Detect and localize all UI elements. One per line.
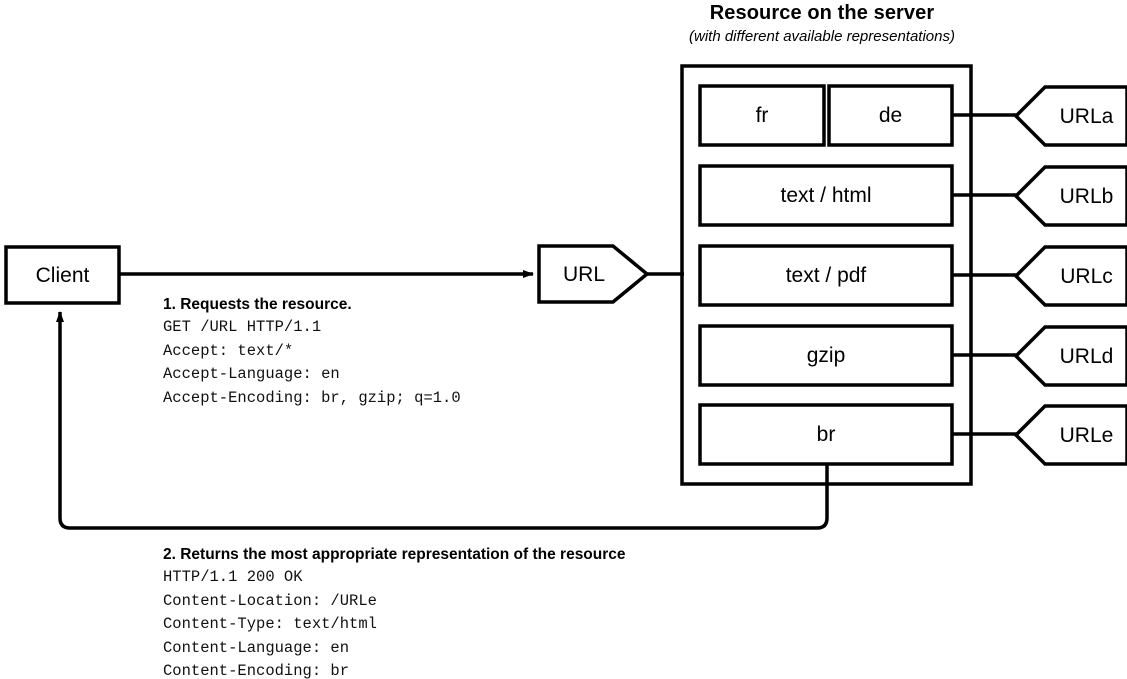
request-note-line-4: Accept-Encoding: br, gzip; q=1.0 — [163, 388, 461, 407]
rep-box-br[interactable] — [698, 403, 954, 466]
rep-box-text-html[interactable] — [698, 164, 954, 227]
response-arrow — [56, 311, 829, 530]
url-label-a: URLa — [1059, 104, 1114, 128]
client-label: Client — [35, 263, 90, 287]
response-note-line-2: Content-Location: /URLe — [163, 591, 377, 610]
url-label-d: URLd — [1059, 344, 1114, 368]
response-note-heading: 2. Returns the most appropriate represen… — [163, 546, 626, 563]
rep-box-gzip[interactable] — [698, 324, 954, 387]
rep-label-br: br — [816, 423, 836, 446]
rep-box-fr[interactable] — [698, 84, 826, 147]
url-request-label: URL — [562, 262, 605, 286]
request-note-line-2: Accept: text/* — [163, 341, 294, 360]
rep-label-gzip: gzip — [806, 344, 846, 367]
url-pennant-a[interactable] — [1013, 85, 1127, 147]
request-note-line-1: GET /URL HTTP/1.1 — [163, 318, 322, 336]
server-subtitle: (with different available representation… — [689, 28, 955, 45]
rep-box-text-pdf[interactable] — [698, 244, 954, 307]
url-pennant-b[interactable] — [1013, 165, 1127, 227]
server-title: Resource on the server — [709, 2, 935, 24]
url-label-e: URLe — [1059, 423, 1114, 447]
response-note: 2. Returns the most appropriate represen… — [163, 544, 626, 679]
url-request-pennant[interactable] — [537, 244, 650, 304]
request-note-heading: 1. Requests the resource. — [163, 296, 352, 313]
url-pennant-e[interactable] — [1013, 404, 1127, 466]
request-note-line-3: Accept-Language: en — [163, 365, 340, 383]
url-pennant-d[interactable] — [1013, 325, 1127, 387]
rep-label-de: de — [878, 104, 903, 127]
url-label-b: URLb — [1059, 184, 1114, 208]
client-box[interactable] — [4, 245, 121, 305]
response-note-line-4: Content-Language: en — [163, 638, 350, 657]
response-note-line-1: HTTP/1.1 200 OK — [163, 568, 303, 586]
url-pennant-c[interactable] — [1013, 245, 1127, 307]
response-note-line-5: Content-Encoding: br — [163, 662, 350, 679]
rep-label-text-html: text / html — [780, 184, 872, 207]
response-note-line-3: Content-Type: text/html — [163, 615, 377, 633]
url-label-c: URLc — [1060, 264, 1113, 288]
rep-label-fr: fr — [755, 104, 769, 127]
request-note: 1. Requests the resource. GET /URL HTTP/… — [163, 294, 461, 410]
rep-label-text-pdf: text / pdf — [785, 264, 867, 287]
